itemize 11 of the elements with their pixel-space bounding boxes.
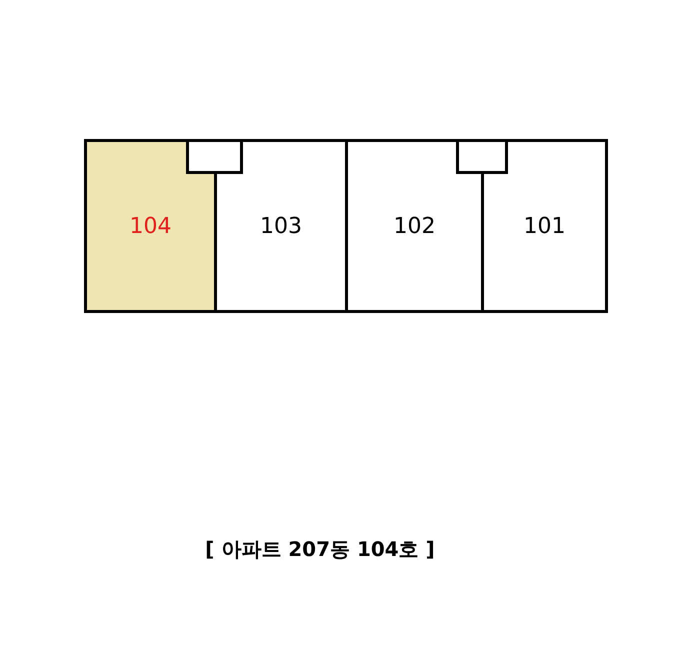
small-room xyxy=(456,139,508,174)
unit-room xyxy=(481,139,608,313)
small-room xyxy=(186,139,243,174)
unit-room xyxy=(345,139,484,313)
unit-room xyxy=(214,139,348,313)
unit-number: 103 xyxy=(260,214,302,238)
unit-number: 104 xyxy=(130,214,172,238)
highlighted-unit-room xyxy=(84,139,217,313)
unit-number: 102 xyxy=(394,214,436,238)
unit-number: 101 xyxy=(524,214,566,238)
caption-text: [ 아파트 207동 104호 ] xyxy=(204,536,436,563)
